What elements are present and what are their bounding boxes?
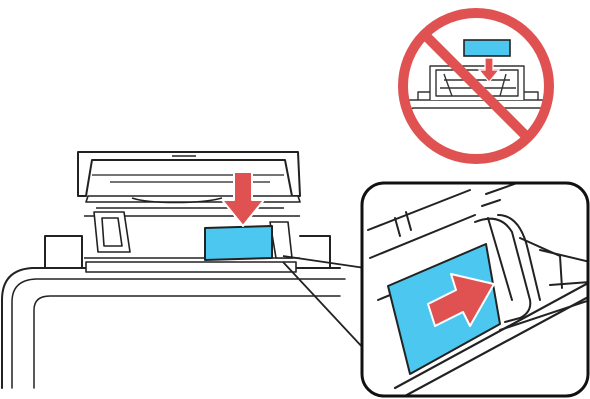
- prohibited-inset: [398, 8, 554, 164]
- zoom-inset: [360, 181, 590, 398]
- right-arrow-icon: [427, 273, 495, 327]
- prohibited-slash: [421, 31, 531, 141]
- main-paper: [204, 225, 273, 261]
- callout-lines: [282, 255, 366, 351]
- down-arrow-icon: [221, 171, 265, 227]
- small-down-arrow-icon: [477, 57, 501, 83]
- rear-paper-support: [77, 151, 301, 197]
- prohibited-paper: [463, 39, 511, 57]
- prohibited-sign-icon: [398, 8, 554, 164]
- printer-body: [1, 235, 346, 389]
- rear-feed-slot: [84, 195, 301, 273]
